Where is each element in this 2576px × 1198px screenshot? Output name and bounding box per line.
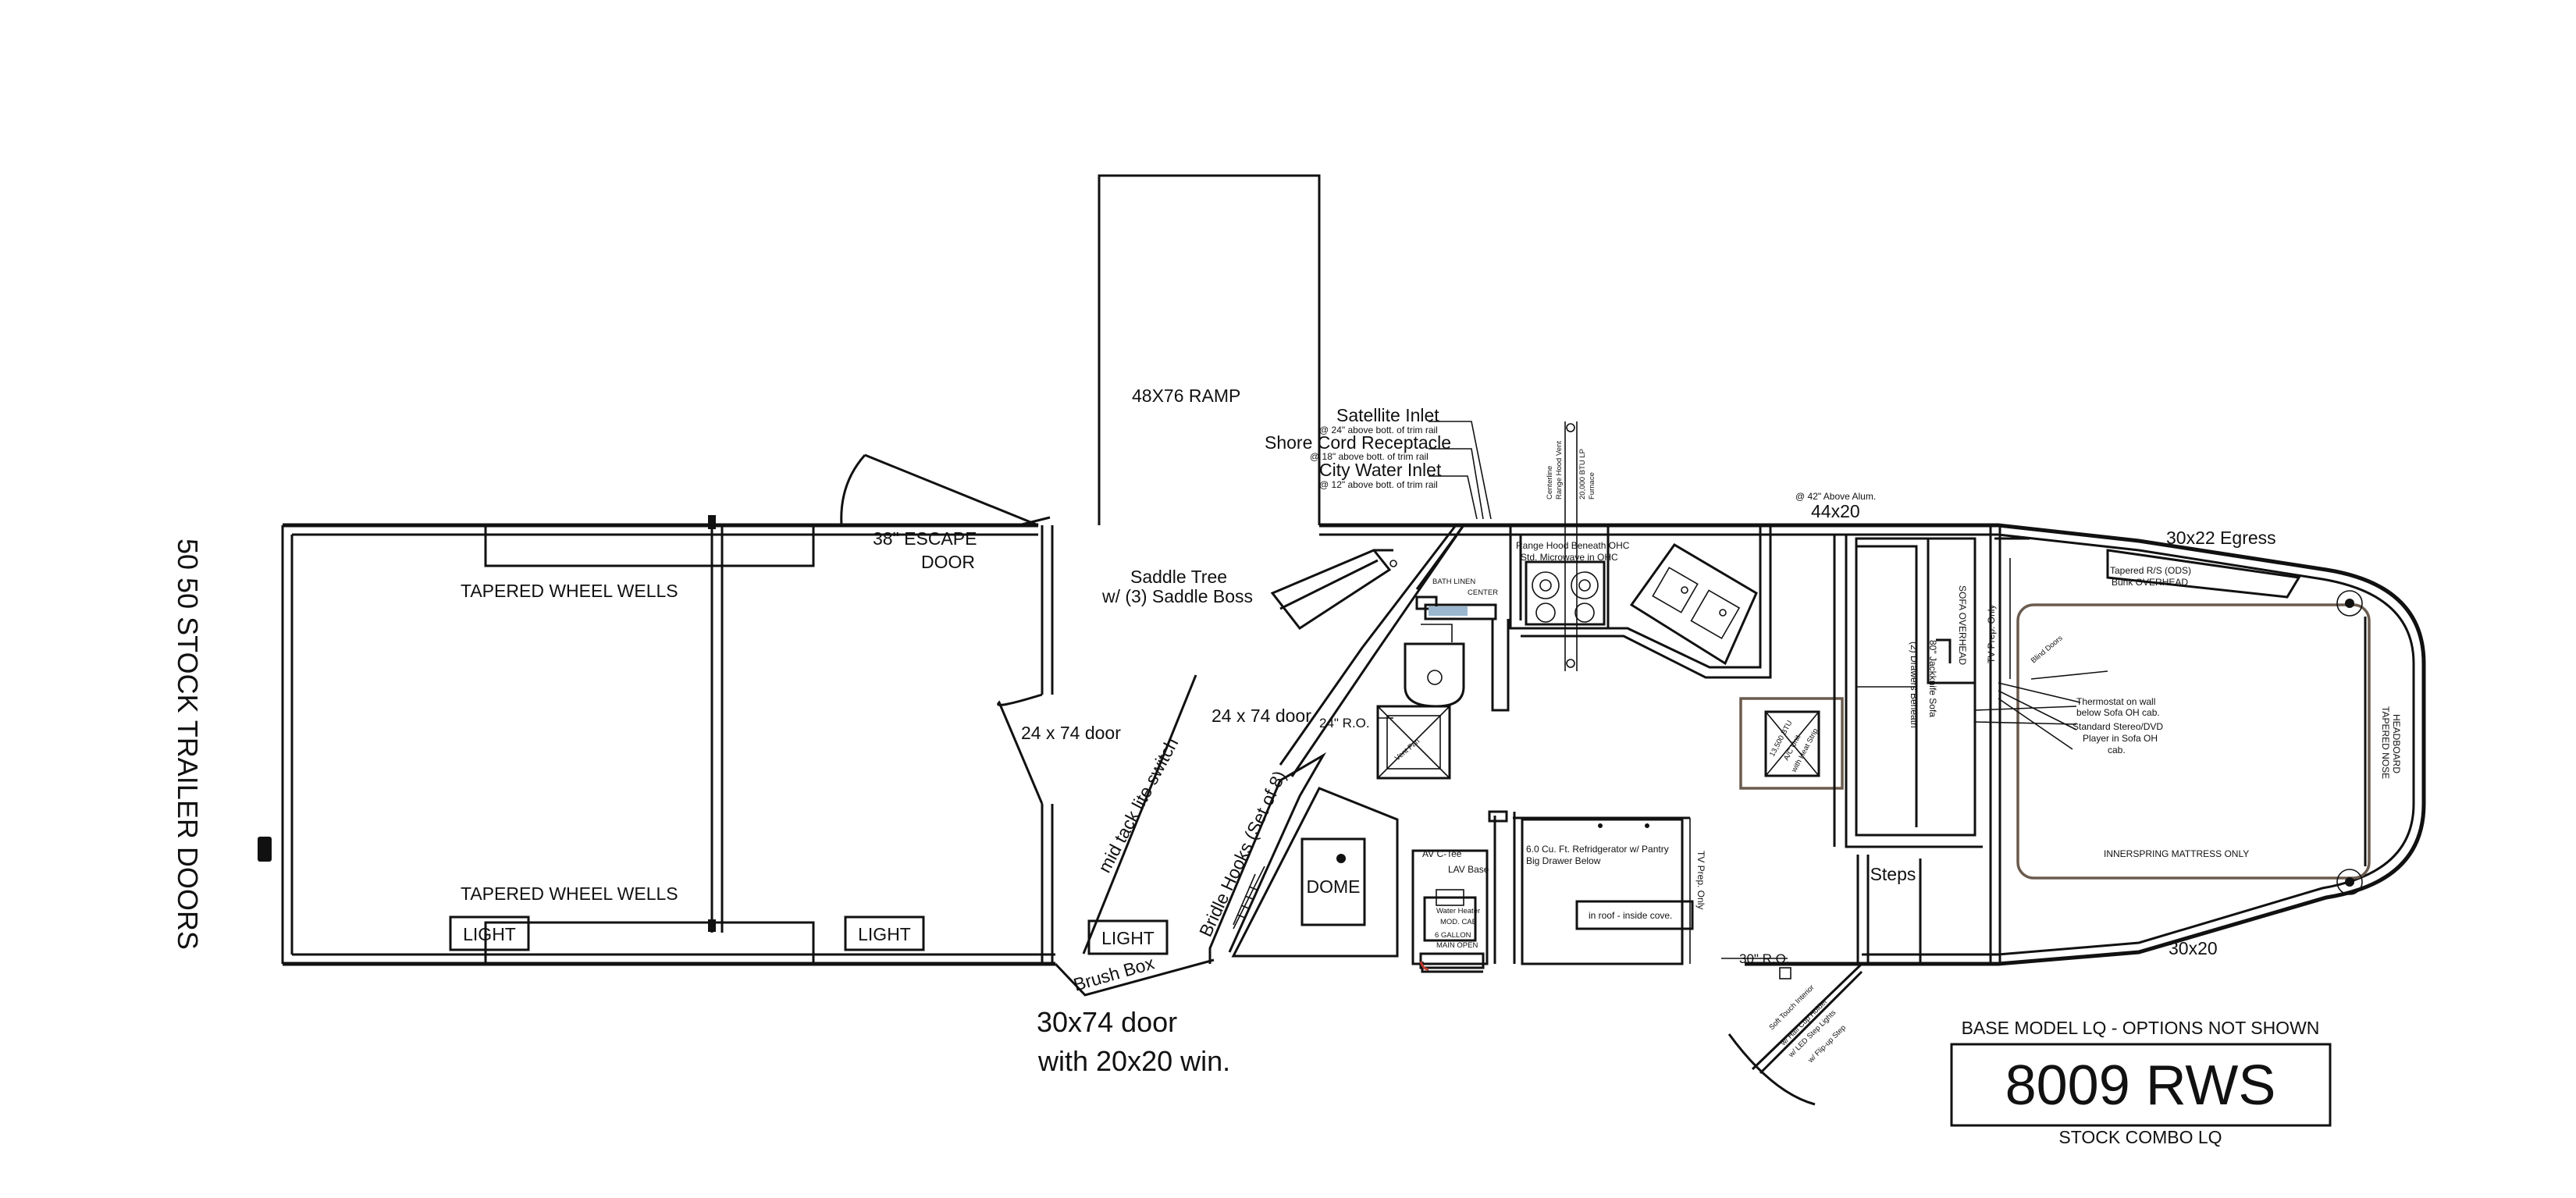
saddle-tree-label-2: w/ (3) Saddle Boss — [1101, 586, 1253, 606]
linen-label: BATH LINEN — [1432, 578, 1475, 586]
wheel-wells-top-label: TAPERED WHEEL WELLS — [461, 581, 678, 601]
door-latch — [258, 837, 272, 862]
dome-label: DOME — [1307, 876, 1361, 897]
headboard-label-2: HEADBOARD — [2391, 714, 2402, 773]
shore-note: @ 18" above bott. of trim rail — [1310, 451, 1429, 462]
in-roof-label: in roof - inside cove. — [1589, 910, 1672, 921]
range-hood-label-2: Std. Microwave in OHC — [1521, 552, 1618, 563]
city-note: @ 12" above bott. of trim rail — [1319, 479, 1438, 490]
escape-door-label-2: DOOR — [921, 552, 975, 572]
alum-note: @ 42" Above Alum. — [1795, 491, 1876, 502]
ro-30-label: 30" R.O. — [1739, 951, 1790, 966]
range-hood-label-1: Range Hood Beneath OHC — [1516, 540, 1630, 551]
door-24x74-right-label: 24 x 74 door — [1212, 706, 1311, 726]
thermostat-label-1: Thermostat on wall — [2076, 696, 2155, 707]
stereo-label-1: Standard Stereo/DVD — [2073, 721, 2163, 732]
saddle-tree-label-1: Saddle Tree — [1130, 567, 1227, 587]
base-model-label: BASE MODEL LQ - OPTIONS NOT SHOWN — [1962, 1018, 2320, 1038]
window-30x20-label: 30x20 — [2169, 938, 2218, 958]
ac-unit — [1739, 697, 1844, 790]
furnace-label-2: Range Hood Vent — [1555, 441, 1564, 499]
mattress-label: INNERSPRING MATTRESS ONLY — [2104, 848, 2249, 859]
model-title-box — [1950, 1043, 2332, 1127]
water-heater-label-2: MOD. CAB — [1440, 918, 1477, 926]
sofa-overhead-label: SOFA OVERHEAD — [1957, 585, 1968, 665]
bridle-hooks-label: Bridle Hooks (Set of 8) — [1195, 767, 1290, 940]
headboard-label-1: TAPERED NOSE — [2380, 706, 2391, 779]
kitchen — [1509, 421, 1772, 965]
ro-24-label: 24" R.O. — [1319, 716, 1370, 731]
stereo-label-2: Player in Sofa OH — [2083, 733, 2158, 744]
sofa-label-2: (2) Drawers Beneath — [1909, 642, 1920, 728]
stock-doors-label: 50 50 STOCK TRAILER DOORS — [172, 539, 204, 950]
door-30x74-label-2: with 20x20 win. — [1037, 1045, 1230, 1077]
water-heater-label-4: MAIN OPEN — [1436, 941, 1478, 950]
light-label-3: LIGHT — [1101, 928, 1155, 948]
furnace-label-3: 20,000 BTU LP — [1578, 449, 1587, 499]
water-heater-label-3: 6 GALLON — [1435, 931, 1471, 940]
steps-label: Steps — [1870, 864, 1916, 884]
fridge-label-2: Big Drawer Below — [1526, 855, 1601, 866]
escape-door-label-1: 38" ESCAPE — [873, 528, 977, 549]
bunk-label-1: Tapered R/S (ODS) — [2110, 565, 2191, 576]
stereo-label-3: cab. — [2108, 745, 2126, 755]
model-number: 8009 RWS — [2005, 1054, 2276, 1117]
sofa — [1833, 535, 1983, 964]
ramp-label: 48X76 RAMP — [1132, 386, 1240, 406]
stock-combo-label: STOCK COMBO LQ — [2058, 1127, 2222, 1147]
ro-markers — [1378, 717, 1788, 959]
dressing-area-walls — [1208, 524, 1465, 964]
mid-tack-door — [1054, 674, 1215, 997]
saddle-tree — [1270, 549, 1397, 631]
brush-box-label: Brush Box — [1071, 952, 1157, 994]
light-label-2: LIGHT — [858, 924, 911, 944]
sofa-label-1: 80" Jackknife Sofa — [1927, 640, 1938, 717]
tv-prep-label-1: TV Prep. Only — [1986, 605, 1997, 663]
furnace-label-1: Centerline — [1546, 466, 1554, 499]
wheel-wells — [484, 515, 815, 965]
ramp-outline — [1098, 174, 1321, 525]
egress-label: 30x22 Egress — [2166, 528, 2276, 548]
entry-door — [1727, 962, 1863, 1106]
tv-prep-label-2: TV Prep. Only — [1695, 851, 1706, 909]
stereo-leaders — [1974, 706, 2077, 725]
bridle-hooks — [1233, 873, 1258, 926]
light-label-1: LIGHT — [463, 924, 516, 944]
bunk-label-2: Bunk OVERHEAD — [2112, 577, 2188, 588]
escape-door-swing — [840, 453, 1051, 527]
blind-doors-label: Blind Doors — [2030, 634, 2065, 665]
city-water-label: City Water Inlet — [1319, 460, 1442, 480]
vent-fan-label: Vent Fan — [1393, 737, 1421, 763]
bathroom — [1376, 524, 1516, 973]
tack-wall — [997, 525, 1054, 964]
water-heater-label-1: Water Heater — [1436, 907, 1480, 915]
furnace-label-4: Furnace — [1588, 472, 1596, 499]
thermostat-label-2: below Sofa OH cab. — [2076, 707, 2160, 718]
shore-cord-label: Shore Cord Receptacle — [1265, 432, 1451, 453]
lav-base-label: LAV Base — [1448, 864, 1489, 875]
window-44x20-label: 44x20 — [1811, 501, 1860, 521]
tack-switch-label: mid tack lite switch — [1094, 734, 1182, 876]
wheel-wells-bottom-label: TAPERED WHEEL WELLS — [461, 883, 678, 904]
satellite-note: @ 24" above bott. of trim rail — [1319, 425, 1438, 435]
bedroom — [1994, 537, 2371, 895]
door-30x74-label-1: 30x74 door — [1037, 1006, 1177, 1038]
fridge-label-1: 6.0 Cu. Ft. Refridgerator w/ Pantry — [1526, 844, 1669, 855]
ac-tee-label: AV C-Tee — [1422, 848, 1462, 859]
text-labels: 50 50 STOCK TRAILER DOORS TAPERED WHEEL … — [172, 386, 2402, 1147]
door-24x74-left-label: 24 x 74 door — [1021, 723, 1121, 743]
satellite-label: Satellite Inlet — [1336, 405, 1439, 425]
inlet-leaders — [1429, 421, 1492, 520]
linen-label-2: CENTER — [1468, 588, 1498, 597]
